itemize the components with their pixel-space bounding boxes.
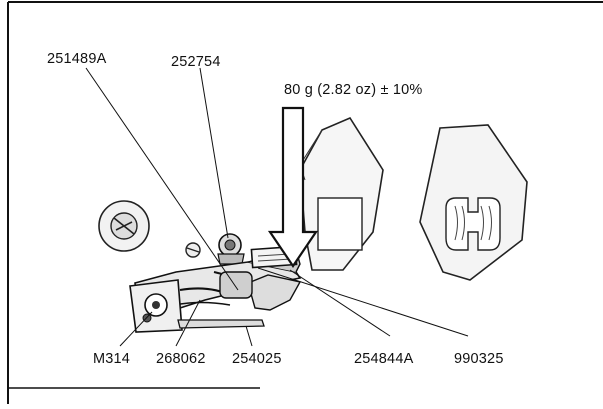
middle-plate [299, 116, 384, 271]
part-label-254025: 254025 [232, 351, 282, 367]
part-label-252754: 252754 [171, 54, 221, 70]
force-arrow [267, 106, 319, 268]
part-label-268062: 268062 [156, 351, 206, 367]
figure-border [7, 1, 603, 404]
pivot-bracket [129, 279, 183, 333]
flat-spring [177, 319, 265, 329]
small-screw [185, 242, 201, 258]
part-label-251489a: 251489A [47, 51, 107, 67]
leader-lines [85, 67, 469, 347]
part-label-990325: 990325 [454, 351, 504, 367]
round-knob [98, 200, 150, 252]
right-plate [419, 124, 528, 281]
part-label-254844a: 254844A [354, 351, 414, 367]
load-spec-label: 80 g (2.82 oz) ± 10% [284, 82, 423, 98]
part-label-m314: M314 [93, 351, 131, 367]
spring-screw [217, 233, 245, 265]
